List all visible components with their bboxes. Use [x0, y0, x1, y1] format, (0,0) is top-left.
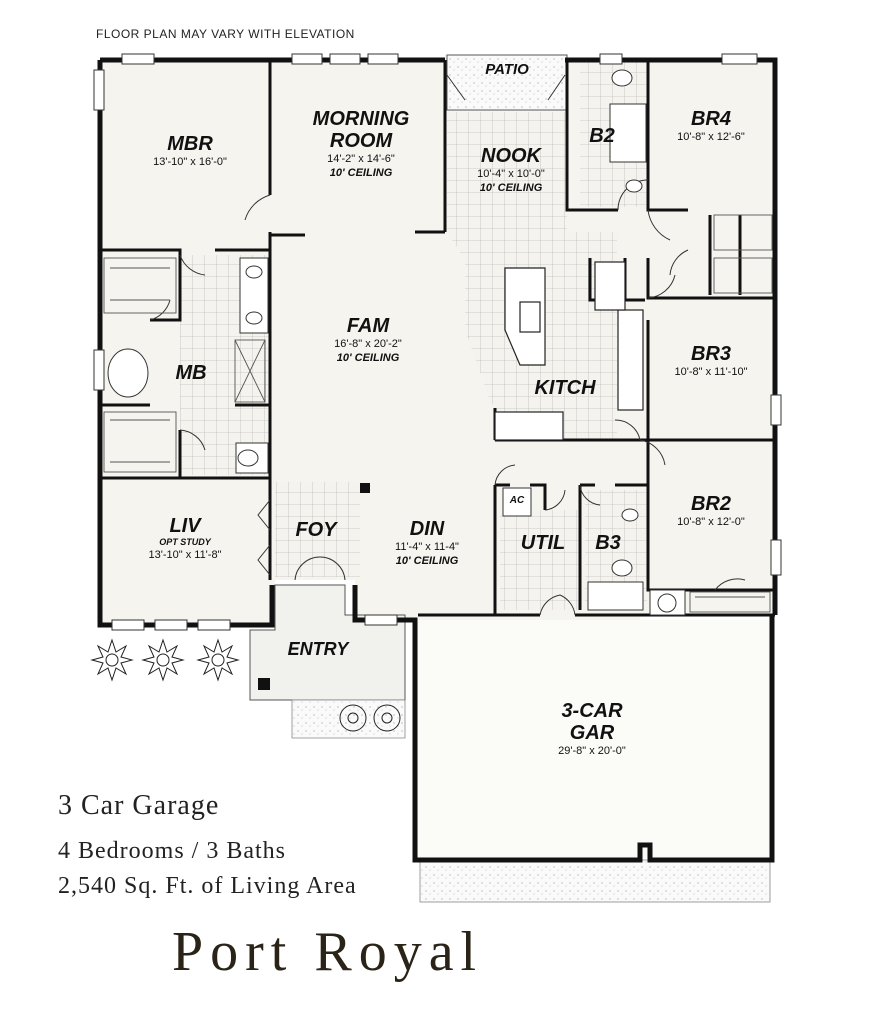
room-b2: B2: [589, 125, 615, 147]
room-dims: 11'-4" x 11-4": [395, 541, 459, 553]
room-dims: 10'-8" x 12'-6": [677, 131, 745, 143]
room-name: MB: [175, 362, 207, 384]
beds-baths-summary: 4 Bedrooms / 3 Baths: [58, 838, 286, 864]
room-b3: B3: [595, 532, 621, 554]
elevation-note: FLOOR PLAN MAY VARY WITH ELEVATION: [96, 27, 355, 41]
room-name: PATIO: [485, 61, 529, 78]
room-dims: 10'-8" x 12'-0": [677, 516, 745, 528]
plan-title: Port Royal: [172, 921, 484, 983]
room-br2: BR2 10'-8" x 12'-0": [677, 493, 745, 529]
room-name: LIV: [169, 515, 201, 537]
room-patio: PATIO: [485, 59, 529, 81]
room-dims: 16'-8" x 20'-2": [334, 338, 402, 350]
room-name: FOY: [295, 519, 337, 541]
room-ac: AC: [510, 495, 524, 507]
room-kitch: KITCH: [534, 377, 595, 399]
room-name: B2: [589, 125, 615, 147]
room-ceiling: 10' CEILING: [395, 555, 459, 567]
room-name: UTIL: [520, 532, 566, 554]
room-fam: FAM 16'-8" x 20'-2" 10' CEILING: [334, 315, 402, 365]
room-mb: MB: [175, 362, 206, 384]
room-ceiling: 10' CEILING: [336, 352, 400, 364]
garage-summary: 3 Car Garage: [58, 790, 220, 821]
room-name: DIN: [409, 518, 445, 540]
room-dims: 14'-2" x 14'-6": [327, 153, 395, 165]
room-dims: 13'-10" x 11'-8": [148, 549, 222, 561]
room-morning: MORNING ROOM 14'-2" x 14'-6" 10' CEILING: [286, 108, 436, 180]
room-liv: LIV OPT STUDY 13'-10" x 11'-8": [149, 515, 222, 562]
room-dims: 10'-8" x 11'-10": [674, 366, 748, 378]
room-name: MORNING ROOM: [312, 108, 410, 152]
area-summary: 2,540 Sq. Ft. of Living Area: [58, 873, 357, 899]
room-sub: OPT STUDY: [159, 537, 211, 547]
room-name: FAM: [346, 315, 390, 337]
room-din: DIN 11'-4" x 11-4" 10' CEILING: [395, 518, 459, 568]
room-entry: ENTRY: [288, 638, 349, 660]
room-ceiling: 10' CEILING: [329, 167, 393, 179]
room-mbr: MBR 13'-10" x 16'-0": [153, 133, 227, 169]
room-name: NOOK: [481, 145, 541, 167]
room-name: MBR: [167, 133, 213, 155]
room-name: BR3: [690, 343, 731, 365]
room-name: KITCH: [534, 377, 596, 399]
room-name: BR4: [690, 108, 731, 130]
room-garage: 3-CAR GAR 29'-8" x 20'-0": [552, 700, 632, 758]
room-br4: BR4 10'-8" x 12'-6": [677, 108, 745, 144]
room-name: BR2: [690, 493, 731, 515]
room-br3: BR3 10'-8" x 11'-10": [675, 343, 748, 379]
room-util: UTIL: [521, 532, 565, 554]
room-dims: 10'-4" x 10'-0": [477, 168, 545, 180]
room-nook: NOOK 10'-4" x 10'-0" 10' CEILING: [477, 145, 545, 195]
room-name: 3-CAR GAR: [561, 700, 623, 744]
room-name: ENTRY: [287, 639, 349, 659]
room-dims: 29'-8" x 20'-0": [558, 745, 626, 757]
room-ceiling: 10' CEILING: [479, 182, 543, 194]
room-name: B3: [595, 532, 621, 554]
room-foy: FOY: [295, 519, 336, 541]
room-dims: 13'-10" x 16'-0": [153, 156, 227, 168]
room-name: AC: [509, 495, 525, 506]
